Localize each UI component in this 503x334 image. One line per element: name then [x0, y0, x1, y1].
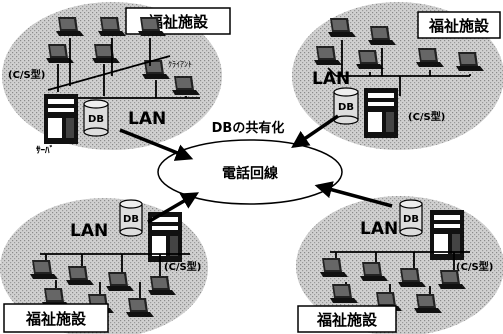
svg-text:DB: DB — [403, 214, 419, 225]
phone-line: 電話回線 — [158, 140, 342, 204]
server-icon — [44, 94, 78, 144]
lan-label: LAN — [128, 109, 166, 129]
server-label: ｻｰﾊﾞ — [36, 144, 54, 156]
lan-label: LAN — [312, 69, 350, 89]
cs-label: (C/S型) — [456, 260, 493, 273]
database-icon: DB — [400, 200, 422, 236]
phone-line-label: 電話回線 — [222, 165, 278, 182]
cs-label: (C/S型) — [408, 110, 445, 123]
svg-text:DB: DB — [338, 102, 354, 113]
svg-text:DB: DB — [88, 114, 104, 125]
client-label: ｸﾗｲｱﾝﾄ — [168, 60, 192, 69]
svg-text:DB: DB — [123, 214, 139, 225]
cs-label: (C/S型) — [164, 260, 201, 273]
site-top-left: 福祉施設 ｸﾗｲｱﾝﾄ (C/S型) DB LAN ｻｰﾊﾞ — [2, 2, 230, 156]
site-name: 福祉施設 — [428, 17, 490, 35]
site-name: 福祉施設 — [25, 310, 87, 328]
db-share-label: DBの共有化 — [212, 120, 285, 136]
cs-label: (C/S型) — [8, 68, 45, 81]
database-icon: DB — [334, 88, 358, 124]
lan-label: LAN — [70, 221, 108, 241]
site-name: 福祉施設 — [316, 311, 378, 329]
site-bottom-right: LAN DB (C/S型) 福祉施設 — [296, 196, 503, 334]
lan-label: LAN — [360, 219, 398, 239]
server-icon — [364, 88, 398, 138]
database-icon: DB — [84, 100, 108, 136]
database-icon: DB — [120, 200, 142, 236]
site-bottom-left: DB LAN (C/S型) 福祉施設 — [0, 198, 208, 334]
